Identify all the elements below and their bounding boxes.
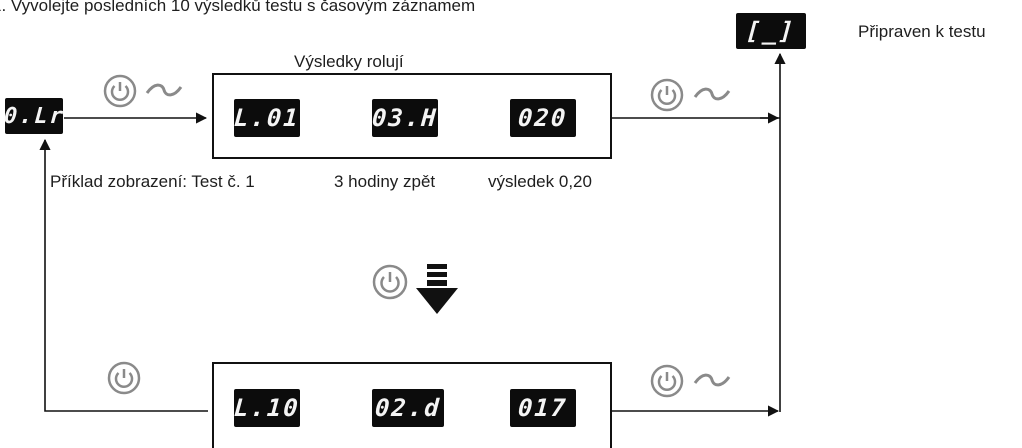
display-result-last: 017: [510, 389, 576, 427]
ready-label: Připraven k testu: [858, 22, 986, 41]
power-button-icon: [107, 361, 141, 395]
power-button-icon: [103, 74, 137, 108]
tilde-wave-icon: [145, 83, 183, 97]
ready-display: [_]: [736, 13, 806, 49]
power-button-icon: [372, 264, 408, 300]
results-title: Výsledky rolují: [288, 52, 410, 72]
display-result: 020: [510, 99, 576, 137]
display-test-number-last: L.10: [233, 389, 301, 427]
arrow-loop-to-start: [39, 138, 208, 412]
power-button-icon: [650, 364, 684, 398]
tilde-wave-icon: [693, 87, 731, 101]
power-button-icon: [650, 78, 684, 112]
results-frame: [212, 73, 612, 159]
display-time-ago-last: 02.d: [372, 389, 444, 427]
down-arrow-icon: [416, 264, 458, 314]
display-test-number: L.01: [233, 99, 301, 137]
display-time-ago: 03.H: [371, 99, 439, 137]
example-time-caption: 3 hodiny zpět: [334, 172, 436, 191]
tilde-wave-icon: [693, 373, 731, 387]
start-display: 0.Lr: [3, 98, 65, 134]
example-result-caption: výsledek 0,20: [488, 172, 592, 191]
instruction-text: 1. Vyvolejte posledních 10 výsledků test…: [0, 0, 476, 15]
last-result-frame: [212, 362, 612, 448]
example-caption: Příklad zobrazení: Test č. 1: [50, 172, 255, 191]
